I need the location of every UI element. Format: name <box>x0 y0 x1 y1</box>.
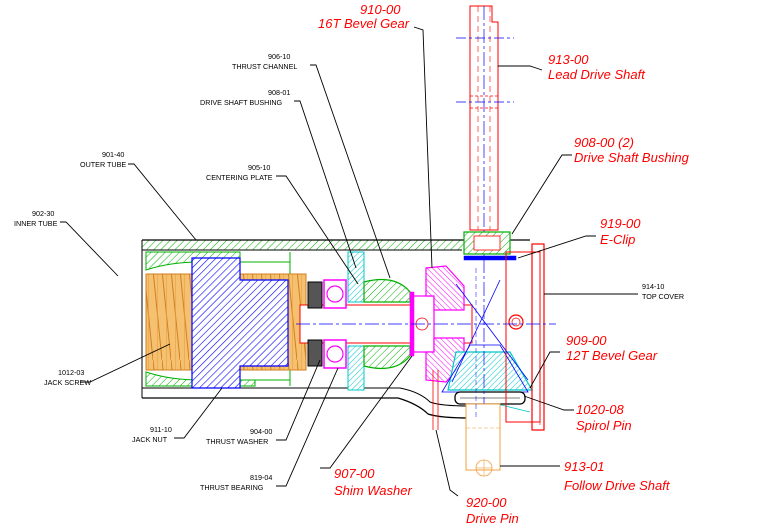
leader-1020 <box>523 395 574 411</box>
label-906-name: THRUST CHANNEL <box>232 62 297 71</box>
label-1020-number: 1020-08 <box>576 402 624 417</box>
label-920-name: Drive Pin <box>466 511 519 526</box>
label-919-name: E-Clip <box>600 232 635 247</box>
leader-919 <box>517 235 596 259</box>
label-910-number: 910-00 <box>360 2 401 17</box>
label-908-01-name: DRIVE SHAFT BUSHING <box>200 98 283 107</box>
leader-908-00 <box>511 154 572 235</box>
leader-907 <box>320 355 413 469</box>
label-908-00-name: Drive Shaft Bushing <box>574 150 690 165</box>
drive-shaft-bushing-top <box>463 231 511 255</box>
leader-911 <box>174 387 223 439</box>
leader-904 <box>276 359 321 441</box>
top-cover <box>505 243 545 431</box>
label-907-number: 907-00 <box>334 466 375 481</box>
label-909-name: 12T Bevel Gear <box>566 348 658 363</box>
label-910-name: 16T Bevel Gear <box>318 16 410 31</box>
leader-901 <box>128 163 197 241</box>
label-920-number: 920-00 <box>466 495 507 510</box>
thrust-washer <box>307 281 323 367</box>
lead-drive-shaft <box>456 5 514 468</box>
label-919-number: 919-00 <box>600 216 641 231</box>
label-904-number: 904-00 <box>250 427 272 436</box>
label-905-number: 905-10 <box>248 163 270 172</box>
e-clip <box>463 255 517 261</box>
label-901-name: OUTER TUBE <box>80 160 126 169</box>
label-905-name: CENTERING PLATE <box>206 173 273 182</box>
label-911-number: 911-10 <box>150 425 172 434</box>
center-lines <box>296 268 556 420</box>
label-904-name: THRUST WASHER <box>206 437 268 446</box>
label-911-name: JACK NUT <box>132 435 168 444</box>
leader-913 <box>498 65 543 71</box>
label-819-number: 819-04 <box>250 473 272 482</box>
label-908-01-number: 908-01 <box>268 88 290 97</box>
drive-pin <box>432 370 439 430</box>
centering-plate <box>347 251 365 391</box>
leader-905 <box>276 175 359 285</box>
follow-drive-shaft <box>465 403 501 477</box>
label-819-name: THRUST BEARING <box>200 483 264 492</box>
leader-906 <box>310 64 391 279</box>
label-1012-number: 1012-03 <box>58 368 84 377</box>
label-1012-name: JACK SCREW <box>44 378 91 387</box>
label-909-number: 909-00 <box>566 333 607 348</box>
leader-819 <box>276 367 339 487</box>
label-913-01-name: Follow Drive Shaft <box>564 478 671 493</box>
label-913-number: 913-00 <box>548 52 589 67</box>
label-907-name: Shim Washer <box>334 483 412 498</box>
label-913-name: Lead Drive Shaft <box>548 67 646 82</box>
label-913-01-number: 913-01 <box>564 459 604 474</box>
label-908-00-number: 908-00 (2) <box>574 135 634 150</box>
leader-902 <box>60 221 119 277</box>
leader-lines <box>60 26 638 497</box>
leader-909 <box>529 351 560 389</box>
leader-910 <box>413 26 433 269</box>
label-902-name: INNER TUBE <box>14 219 58 228</box>
leader-1012 <box>80 343 171 383</box>
label-914-name: TOP COVER <box>642 292 684 301</box>
thrust-bearing <box>323 279 347 369</box>
thrust-channel <box>363 279 411 369</box>
label-1020-name: Spirol Pin <box>576 418 632 433</box>
leader-920 <box>435 429 459 497</box>
label-906-number: 906-10 <box>268 52 290 61</box>
spirol-pin <box>454 391 526 405</box>
leader-908-01 <box>294 100 357 269</box>
label-914-number: 914-10 <box>642 282 664 291</box>
jack-nut <box>191 257 289 389</box>
label-901-number: 901-40 <box>102 150 124 159</box>
label-902-number: 902-30 <box>32 209 54 218</box>
